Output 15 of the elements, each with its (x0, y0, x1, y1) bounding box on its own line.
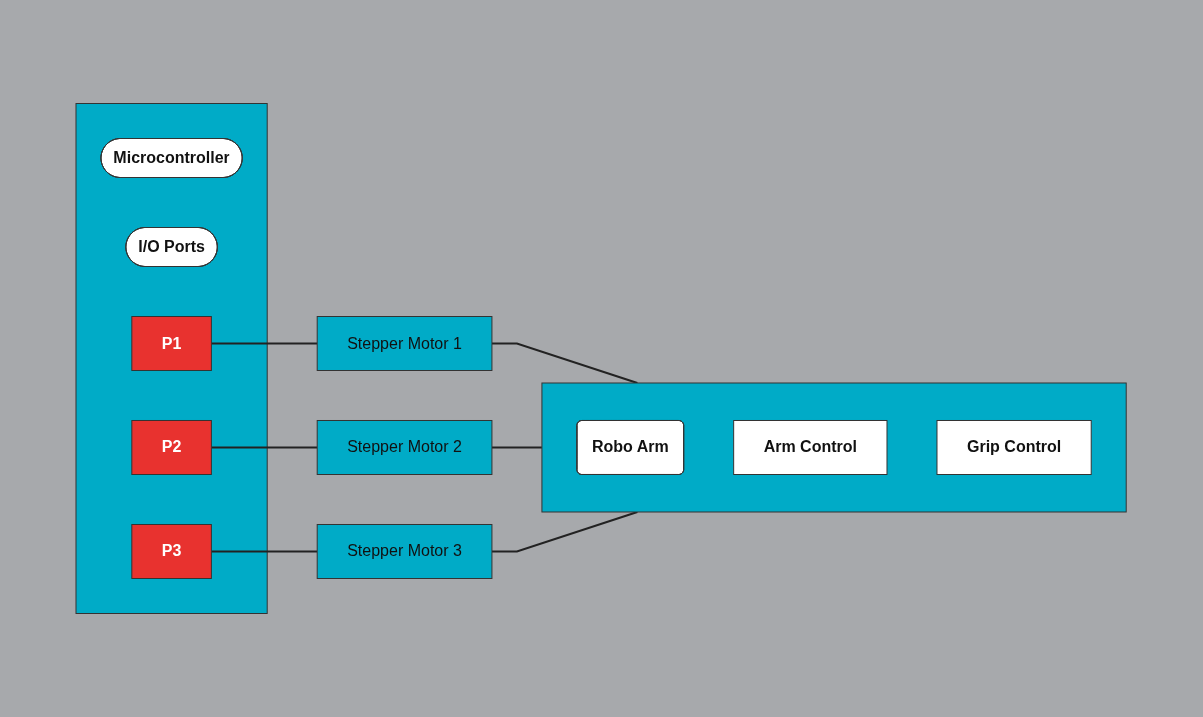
node-box: Grip Control (936, 420, 1093, 475)
connector (210, 550, 319, 553)
cluster (541, 382, 1128, 513)
connector (491, 446, 544, 449)
node-box: P2 (131, 420, 213, 475)
connector (210, 342, 319, 345)
connector (491, 342, 639, 384)
node-box: P3 (131, 524, 213, 579)
connector (210, 446, 319, 449)
node-box: Arm Control (733, 420, 888, 475)
node-box: P1 (131, 316, 213, 371)
node-box: Stepper Motor 2 (317, 420, 493, 475)
node-box: Stepper Motor 1 (317, 316, 493, 371)
cluster (75, 103, 269, 614)
node-box: Stepper Motor 3 (317, 524, 493, 579)
